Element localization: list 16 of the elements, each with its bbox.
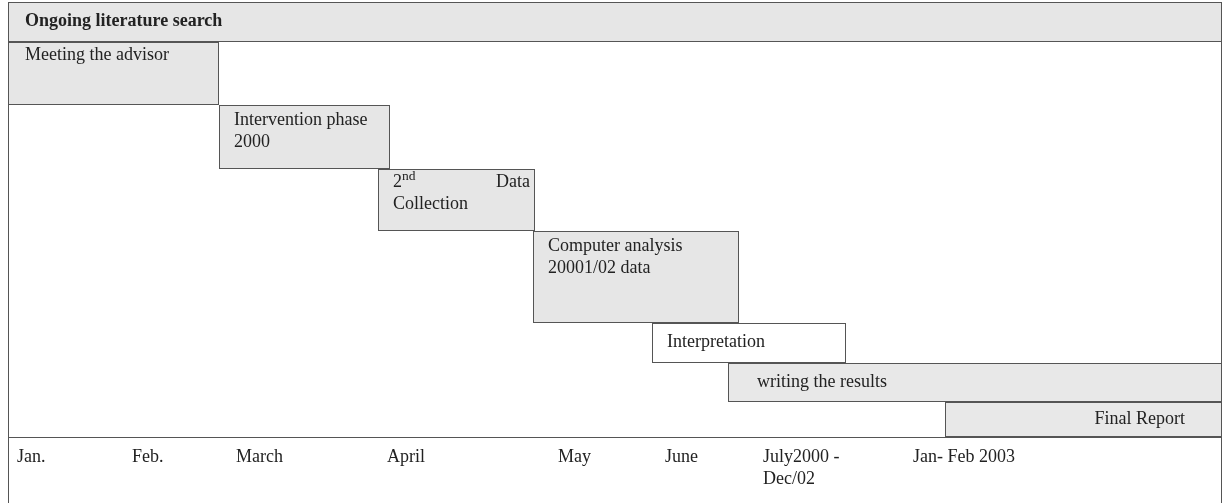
month-label: May: [558, 445, 592, 467]
task-bar: 2$^{nd}$ Data Collection: [378, 169, 535, 231]
task-bar: writing the results: [728, 363, 1222, 402]
month-label: April: [387, 445, 426, 467]
task-bar: Intervention phase 2000: [219, 105, 390, 169]
month-label: July2000 -Dec/02: [763, 445, 841, 489]
month-label: Jan.: [17, 445, 47, 467]
task-bar: Final Report: [945, 402, 1222, 437]
task-bar: Ongoing literature search: [8, 2, 1222, 42]
month-label: Feb.: [132, 445, 165, 467]
task-bar: Interpretation: [652, 323, 846, 363]
month-label: June: [665, 445, 699, 467]
month-label: March: [236, 445, 284, 467]
task-bar: Meeting the advisor: [8, 42, 219, 105]
task-bar: Computer analysis 20001/02 data: [533, 231, 739, 323]
month-label: Jan- Feb 2003: [913, 445, 1016, 467]
